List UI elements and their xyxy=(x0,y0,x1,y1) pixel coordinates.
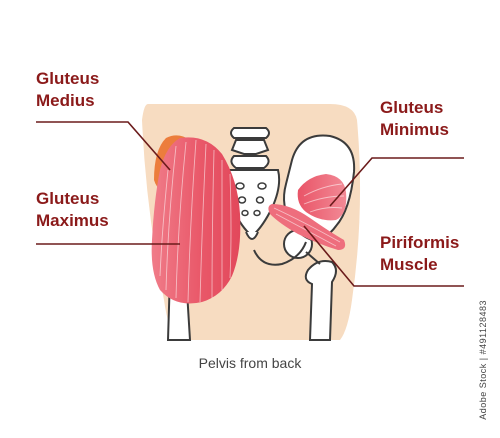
caption: Pelvis from back xyxy=(198,355,302,371)
sacral-foramina xyxy=(235,182,267,217)
leader-line-gluteus-minimus xyxy=(329,157,464,207)
gluteus-maximus-fibers xyxy=(159,139,232,303)
lumbar-vertebrae xyxy=(230,127,270,169)
pelvic-rim xyxy=(253,241,307,266)
gluteus-minimus-fibers xyxy=(303,183,345,213)
leader-line-piriformis xyxy=(303,225,464,287)
label-gluteus-minimus-line1: Gluteus xyxy=(380,98,444,117)
gluteus-minimus-muscle xyxy=(297,174,347,221)
label-gluteus-maximus-line2: Maximus xyxy=(36,211,109,230)
label-piriformis-line1: Piriformis xyxy=(380,233,460,252)
stock-watermark: Adobe Stock | #491128483 xyxy=(478,300,488,420)
label-gluteus-minimus: Gluteus Minimus xyxy=(380,97,449,141)
label-gluteus-medius-line2: Medius xyxy=(36,91,95,110)
leader-lines xyxy=(36,121,464,287)
gluteus-maximus-muscle xyxy=(151,137,241,304)
coccyx xyxy=(245,231,259,240)
label-gluteus-medius: Gluteus Medius xyxy=(36,68,99,112)
label-piriformis-line2: Muscle xyxy=(380,255,438,274)
label-gluteus-medius-line1: Gluteus xyxy=(36,69,100,88)
label-piriformis: Piriformis Muscle xyxy=(380,232,459,276)
label-gluteus-minimus-line2: Minimus xyxy=(380,120,449,139)
piriformis-muscle xyxy=(268,204,346,250)
leader-line-gluteus-medius xyxy=(36,121,171,171)
label-gluteus-maximus-line1: Gluteus xyxy=(36,189,100,208)
label-gluteus-maximus: Gluteus Maximus xyxy=(36,188,109,232)
piriformis-fibers xyxy=(273,207,341,247)
